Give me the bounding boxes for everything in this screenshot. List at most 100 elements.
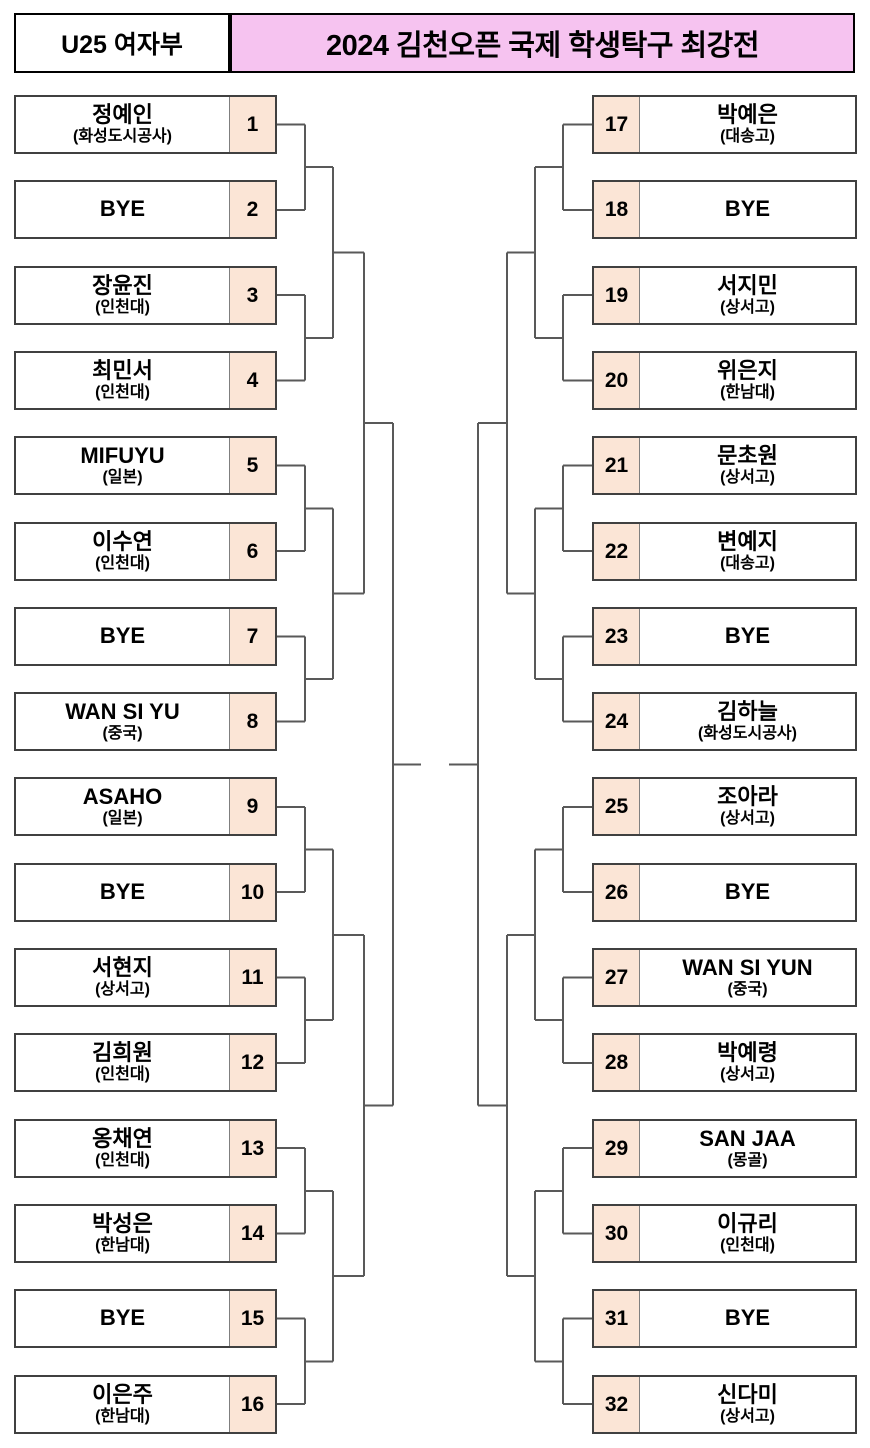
entry-player-name: 변예지 bbox=[717, 529, 778, 555]
entry-seed-number: 28 bbox=[594, 1035, 640, 1090]
entry-affiliation: (일본) bbox=[102, 468, 143, 486]
entry-box: 이은주 (한남대) 16 bbox=[14, 1375, 277, 1434]
entry-name-cell: 위은지 (한남대) bbox=[640, 353, 855, 408]
entry-player-name: 서현지 bbox=[92, 955, 153, 981]
entry-player-name: WAN SI YU bbox=[65, 699, 180, 725]
entry-player-name: MIFUYU bbox=[80, 443, 165, 469]
entry-seed-number: 1 bbox=[229, 97, 275, 152]
entry-seed-number: 6 bbox=[229, 524, 275, 579]
entry-seed-number: 32 bbox=[594, 1377, 640, 1432]
entry-name-cell: 장윤진 (인천대) bbox=[16, 268, 229, 323]
entry-box: 최민서 (인천대) 4 bbox=[14, 351, 277, 410]
entry-affiliation: (일본) bbox=[102, 809, 143, 827]
entry-seed-number: 24 bbox=[594, 694, 640, 749]
entry-affiliation: (중국) bbox=[727, 980, 768, 998]
entry-name-cell: 박성은 (한남대) bbox=[16, 1206, 229, 1261]
entry-name-cell: BYE bbox=[16, 609, 229, 664]
entry-name-cell: 변예지 (대송고) bbox=[640, 524, 855, 579]
entry-affiliation: (인천대) bbox=[95, 383, 150, 401]
entry-name-cell: BYE bbox=[640, 865, 855, 920]
entry-player-name: BYE bbox=[99, 196, 146, 222]
entry-box: 장윤진 (인천대) 3 bbox=[14, 266, 277, 325]
entry-name-cell: 김하늘 (화성도시공사) bbox=[640, 694, 855, 749]
entry-box: 김하늘 (화성도시공사) 24 bbox=[592, 692, 857, 751]
entry-seed-number: 4 bbox=[229, 353, 275, 408]
entry-seed-number: 27 bbox=[594, 950, 640, 1005]
entry-player-name: 박성은 bbox=[92, 1211, 153, 1237]
entry-player-name: 조아라 bbox=[717, 784, 778, 810]
entry-player-name: WAN SI YUN bbox=[682, 955, 813, 981]
entry-seed-number: 21 bbox=[594, 438, 640, 493]
entry-affiliation: (대송고) bbox=[720, 127, 775, 145]
entry-affiliation: (대송고) bbox=[720, 554, 775, 572]
entry-name-cell: BYE bbox=[16, 182, 229, 237]
entry-player-name: 신다미 bbox=[717, 1382, 778, 1408]
entry-box: BYE 26 bbox=[592, 863, 857, 922]
division-label-box: U25 여자부 bbox=[14, 13, 230, 73]
entry-name-cell: BYE bbox=[16, 1291, 229, 1346]
entry-seed-number: 23 bbox=[594, 609, 640, 664]
entry-player-name: 김하늘 bbox=[717, 699, 778, 725]
entry-box: 문초원 (상서고) 21 bbox=[592, 436, 857, 495]
entry-affiliation: (한남대) bbox=[95, 1407, 150, 1425]
entry-player-name: 이은주 bbox=[92, 1382, 153, 1408]
entry-player-name: 이규리 bbox=[717, 1211, 778, 1237]
entry-affiliation: (인천대) bbox=[95, 1065, 150, 1083]
tournament-title-box: 2024 김천오픈 국제 학생탁구 최강전 bbox=[230, 13, 855, 73]
entry-name-cell: SAN JAA (몽골) bbox=[640, 1121, 855, 1176]
entry-seed-number: 31 bbox=[594, 1291, 640, 1346]
entry-box: 서지민 (상서고) 19 bbox=[592, 266, 857, 325]
entry-affiliation: (인천대) bbox=[95, 1151, 150, 1169]
entry-seed-number: 8 bbox=[229, 694, 275, 749]
entry-player-name: ASAHO bbox=[82, 784, 163, 810]
entry-player-name: BYE bbox=[724, 879, 771, 905]
entry-player-name: BYE bbox=[724, 1305, 771, 1331]
entry-name-cell: 조아라 (상서고) bbox=[640, 779, 855, 834]
entry-affiliation: (인천대) bbox=[95, 554, 150, 572]
entry-seed-number: 18 bbox=[594, 182, 640, 237]
entry-seed-number: 11 bbox=[229, 950, 275, 1005]
entry-name-cell: ASAHO (일본) bbox=[16, 779, 229, 834]
entry-affiliation: (상서고) bbox=[720, 1407, 775, 1425]
entry-name-cell: 박예령 (상서고) bbox=[640, 1035, 855, 1090]
entry-player-name: BYE bbox=[724, 196, 771, 222]
entry-affiliation: (몽골) bbox=[727, 1151, 768, 1169]
entry-seed-number: 22 bbox=[594, 524, 640, 579]
entry-name-cell: 정예인 (화성도시공사) bbox=[16, 97, 229, 152]
entry-affiliation: (상서고) bbox=[720, 1065, 775, 1083]
entry-player-name: 위은지 bbox=[717, 358, 778, 384]
entry-name-cell: BYE bbox=[640, 182, 855, 237]
entry-box: 변예지 (대송고) 22 bbox=[592, 522, 857, 581]
entry-player-name: 최민서 bbox=[92, 358, 153, 384]
entry-seed-number: 19 bbox=[594, 268, 640, 323]
entry-seed-number: 12 bbox=[229, 1035, 275, 1090]
entry-box: WAN SI YUN (중국) 27 bbox=[592, 948, 857, 1007]
entry-box: 이수연 (인천대) 6 bbox=[14, 522, 277, 581]
entry-seed-number: 5 bbox=[229, 438, 275, 493]
entry-box: BYE 23 bbox=[592, 607, 857, 666]
entry-name-cell: 김희원 (인천대) bbox=[16, 1035, 229, 1090]
entry-name-cell: 이규리 (인천대) bbox=[640, 1206, 855, 1261]
entry-player-name: 옹채연 bbox=[92, 1126, 153, 1152]
entry-player-name: 서지민 bbox=[717, 273, 778, 299]
entry-box: BYE 31 bbox=[592, 1289, 857, 1348]
entry-name-cell: 문초원 (상서고) bbox=[640, 438, 855, 493]
entry-player-name: 정예인 bbox=[92, 102, 153, 128]
entry-affiliation: (화성도시공사) bbox=[73, 127, 172, 145]
entry-name-cell: BYE bbox=[16, 865, 229, 920]
entry-box: MIFUYU (일본) 5 bbox=[14, 436, 277, 495]
entry-player-name: 박예령 bbox=[717, 1040, 778, 1066]
entry-player-name: BYE bbox=[99, 879, 146, 905]
entry-affiliation: (상서고) bbox=[720, 468, 775, 486]
entry-player-name: 김희원 bbox=[92, 1040, 153, 1066]
entry-player-name: 문초원 bbox=[717, 443, 778, 469]
entry-affiliation: (한남대) bbox=[720, 383, 775, 401]
entry-player-name: BYE bbox=[724, 623, 771, 649]
entry-box: 위은지 (한남대) 20 bbox=[592, 351, 857, 410]
entry-name-cell: 박예은 (대송고) bbox=[640, 97, 855, 152]
entry-box: 신다미 (상서고) 32 bbox=[592, 1375, 857, 1434]
entry-box: BYE 15 bbox=[14, 1289, 277, 1348]
entry-box: 김희원 (인천대) 12 bbox=[14, 1033, 277, 1092]
entry-seed-number: 7 bbox=[229, 609, 275, 664]
